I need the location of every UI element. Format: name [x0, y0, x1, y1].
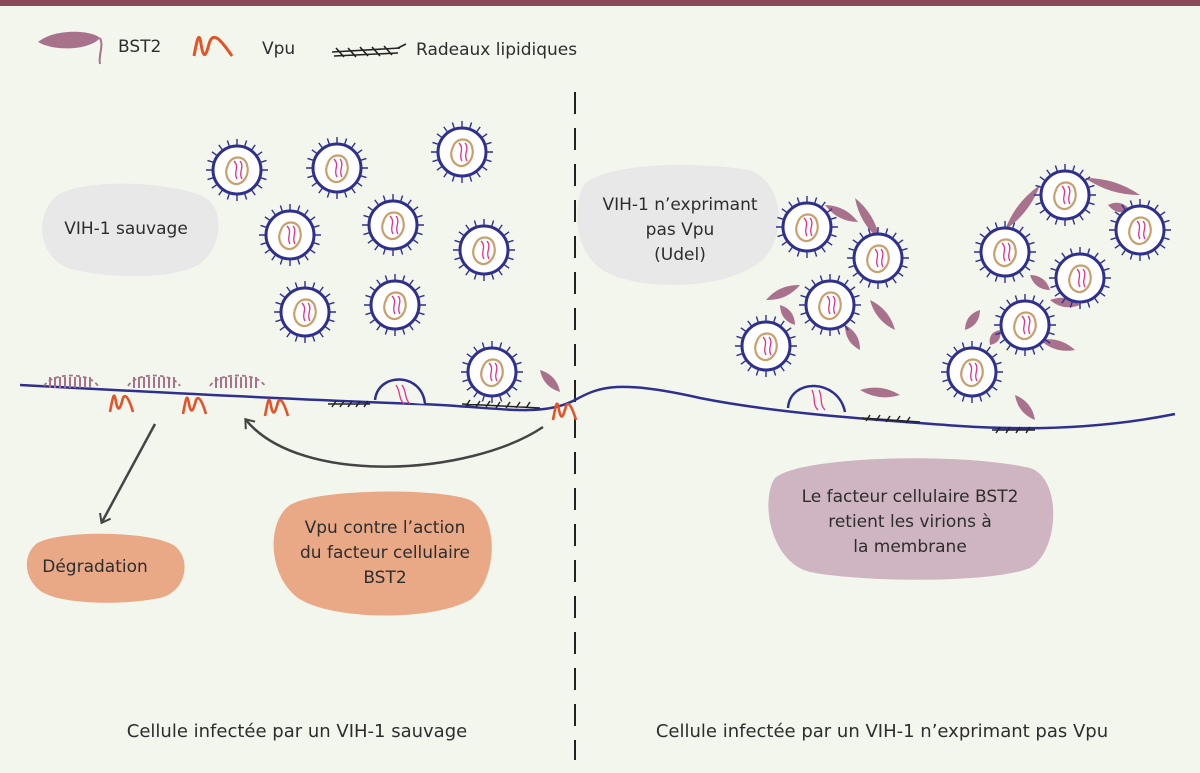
bst2-tether — [855, 198, 880, 240]
budding-rna-right — [811, 389, 826, 411]
virions — [206, 121, 1171, 403]
legend-vpu-label: Vpu — [262, 39, 295, 59]
bst2-action-line2: retient les virions à — [828, 512, 992, 532]
bst2-tether — [1040, 339, 1075, 351]
vpu-action-line2: du facteur cellulaire — [300, 543, 470, 563]
vpu-action-line1: Vpu contre l’action — [305, 518, 466, 538]
legend: BST2 Vpu Radeaux lipidiques — [38, 31, 577, 65]
bst2-action-line1: Le facteur cellulaire BST2 — [802, 487, 1019, 507]
virion — [259, 204, 321, 266]
bst2-tether — [766, 284, 800, 301]
budding-rna-left — [395, 384, 411, 405]
virion — [941, 341, 1003, 403]
vpu-protein — [551, 402, 578, 421]
legend-vpu-icon — [192, 35, 234, 57]
virion — [994, 294, 1056, 356]
vpu-action-blob — [273, 491, 492, 616]
bst2-tether — [965, 310, 980, 330]
bst2-tether — [844, 325, 861, 350]
vpu-action-line3: BST2 — [363, 568, 406, 588]
virion — [364, 274, 426, 336]
right-blob-label-line2: pas Vpu — [646, 220, 715, 240]
virion — [306, 137, 368, 199]
virion — [799, 274, 861, 336]
top-bar — [0, 0, 1200, 6]
vpu-protein — [263, 398, 290, 417]
left-caption: Cellule infectée par un VIH-1 sauvage — [127, 721, 467, 742]
bst2-tether — [825, 205, 858, 222]
bst2-tether — [540, 370, 560, 392]
left-virus-blob — [42, 183, 219, 277]
virion — [847, 227, 909, 289]
virion — [735, 315, 797, 377]
legend-rafts-label: Radeaux lipidiques — [416, 40, 577, 60]
right-blob-label-line1: VIH-1 n’exprimant — [602, 195, 757, 215]
bst2-tether — [1015, 395, 1035, 420]
virion — [453, 219, 515, 281]
virion — [1109, 199, 1171, 261]
virion — [1049, 247, 1111, 309]
budding-virion-right — [786, 384, 847, 413]
left-blob-label: VIH-1 sauvage — [64, 219, 188, 239]
bst2-tether — [860, 387, 900, 398]
vpu-counter-arrow — [244, 417, 544, 468]
legend-rafts-icon — [331, 43, 407, 58]
virion — [974, 221, 1036, 283]
vpu-protein — [181, 396, 208, 415]
virion — [1034, 164, 1096, 226]
vpu-protein — [108, 394, 135, 413]
virion — [274, 281, 336, 343]
right-blob-label-line3: (Udel) — [654, 245, 706, 265]
degradation-label: Dégradation — [42, 557, 148, 577]
degradation-blob — [26, 533, 185, 603]
virion — [431, 121, 493, 183]
virion — [206, 139, 268, 201]
bst2-tether — [1050, 297, 1080, 308]
bst2-tether — [780, 305, 795, 325]
lipid-rafts — [328, 399, 1035, 434]
bst2-tether — [1030, 275, 1050, 290]
bst2-sequestered — [43, 374, 266, 388]
right-virus-blob — [577, 164, 779, 286]
right-caption: Cellule infectée par un VIH-1 n’expriman… — [656, 721, 1108, 742]
bst2-tether — [1005, 185, 1040, 230]
legend-bst2-label: BST2 — [118, 37, 161, 57]
bst2-tether — [989, 330, 1001, 345]
bst2-tether — [870, 300, 895, 330]
bst2-action-blob — [768, 458, 1054, 580]
virion — [776, 196, 838, 258]
vpu-proteins — [108, 394, 578, 421]
cell-membrane — [19, 383, 1176, 430]
virion — [461, 341, 523, 403]
degradation-arrow — [99, 423, 157, 525]
virion — [362, 194, 424, 256]
bst2-tether — [1085, 177, 1140, 196]
bst2-action-line3: la membrane — [853, 537, 967, 557]
bst2-tethers — [540, 177, 1140, 420]
legend-bst2-icon — [38, 31, 103, 65]
budding-virion-left — [373, 378, 427, 405]
